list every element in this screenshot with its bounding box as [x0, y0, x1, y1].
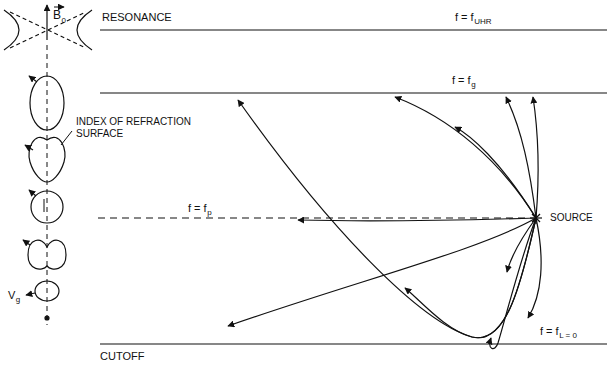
- ray-path: [238, 100, 536, 338]
- field-symbol: B: [53, 9, 61, 23]
- region-label: CUTOFF: [100, 350, 144, 363]
- refraction-surface: [30, 76, 64, 130]
- cutoff-line: [100, 343, 607, 344]
- normal-arrow: [29, 76, 37, 82]
- callout-label: INDEX OF REFRACTION SURFACE: [76, 116, 216, 139]
- refraction-surface: [29, 137, 65, 182]
- resonance-line: [100, 29, 607, 30]
- axis-line: [47, 45, 48, 325]
- frequency-subscript: p: [207, 208, 211, 217]
- ray-arrow: [455, 127, 536, 218]
- hyperbola-branch: [77, 10, 92, 50]
- frequency-label: f = f: [452, 74, 471, 87]
- frequency-subscript: g: [471, 80, 475, 89]
- frequency-label: f = f: [540, 325, 559, 338]
- group-velocity-arrow: [26, 293, 35, 295]
- field-arrow: [46, 5, 47, 40]
- normal-arrow: [29, 190, 36, 196]
- ray-path: [298, 218, 536, 221]
- tick: [44, 199, 45, 212]
- leader-line: [61, 131, 72, 145]
- asymptote: [10, 12, 86, 48]
- hyperbola-branch: [4, 10, 19, 50]
- vector-overarrow: [54, 7, 64, 8]
- frequency-label: f = f: [188, 202, 207, 215]
- fp-line: [98, 217, 528, 218]
- ray-arrow: [507, 218, 536, 272]
- source-label: SOURCE: [550, 212, 593, 224]
- frequency-subscript: UHR: [474, 17, 491, 26]
- ray-path: [528, 218, 541, 318]
- ray-path: [490, 218, 536, 349]
- refraction-surface: [28, 240, 66, 269]
- normal-arrow: [23, 240, 30, 245]
- frequency-label: f = f: [455, 11, 474, 24]
- velocity-subscript: g: [16, 295, 20, 304]
- region-label: RESONANCE: [102, 11, 172, 24]
- refraction-surface: [35, 281, 59, 301]
- field-subscript: 0: [62, 16, 66, 25]
- asymptote: [10, 12, 86, 48]
- fg-line: [100, 92, 607, 93]
- refraction-surface: [45, 316, 49, 320]
- velocity-symbol: V: [8, 289, 15, 302]
- ray-path: [533, 97, 538, 218]
- normal-arrow: [25, 145, 33, 150]
- ray-path: [506, 97, 536, 218]
- ray-path: [395, 97, 536, 218]
- frequency-subscript: L = 0: [559, 331, 577, 340]
- ray-path: [228, 218, 536, 326]
